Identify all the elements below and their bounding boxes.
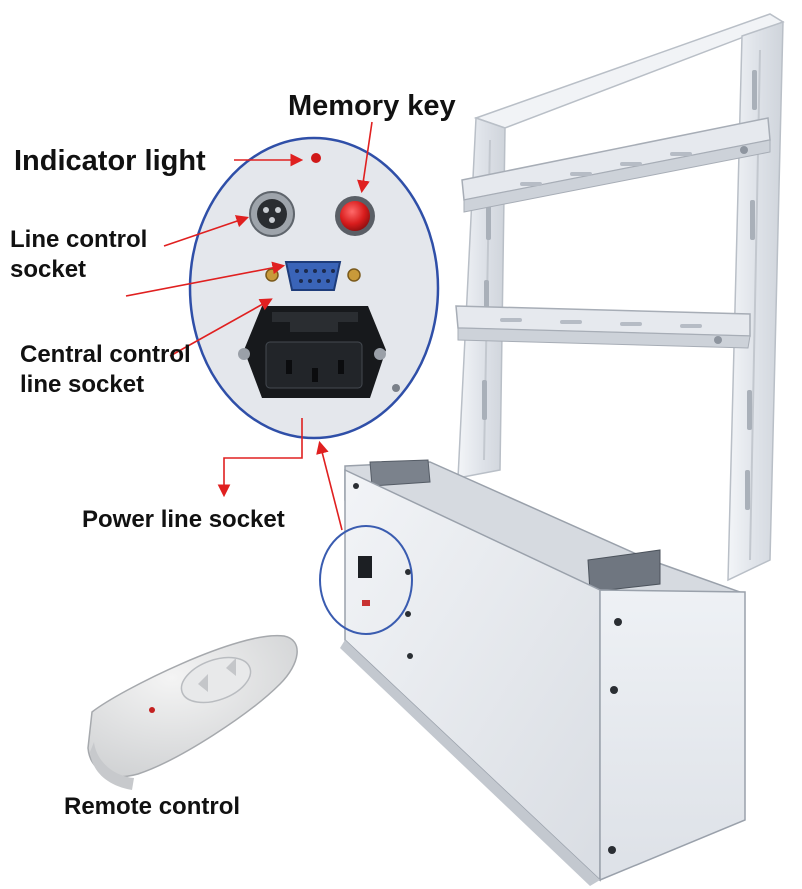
line-control-socket-label-line2: socket [10,256,87,283]
remote-control [87,634,298,790]
annotation-arrows [125,121,373,531]
power-line-socket-label: Power line socket [82,506,285,533]
indicator-light-label: Indicator light [14,145,206,177]
memory-key-button [335,196,375,236]
power-socket-icon [238,306,386,398]
indicator-light-icon [311,153,321,163]
line-control-serial-socket-icon [265,261,361,291]
mounting-frame [455,13,785,582]
memory-key-label: Memory key [288,90,456,122]
central-control-socket-label-line2: line socket [20,371,145,398]
remote-control-label: Remote control [64,793,241,820]
central-control-socket-label-line1: Central control [20,341,191,368]
socket-highlight-circle [319,525,413,635]
socket-closeup [188,136,440,440]
line-control-socket-label-line1: Line control [10,226,148,253]
motor-housing [340,459,746,886]
line-control-socket-icon [249,191,295,237]
line-control-socket-label: Line control socket [10,225,147,285]
central-control-socket-label: Central control line socket [20,340,191,400]
